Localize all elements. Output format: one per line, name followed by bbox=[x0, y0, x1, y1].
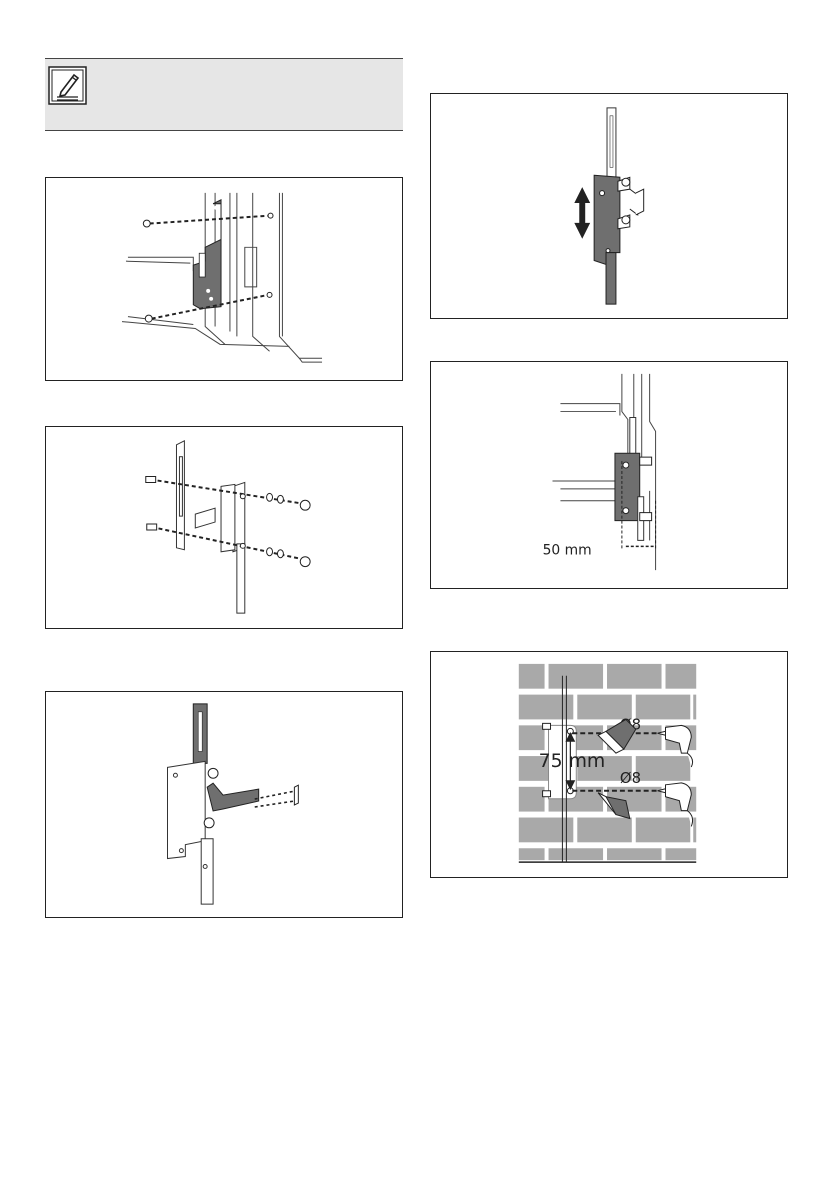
oven-side-bracket-diagram bbox=[46, 178, 402, 380]
offset-dimension-label: 50 mm bbox=[543, 542, 592, 558]
figure-bracket-offset: 50 mm bbox=[430, 361, 788, 589]
figure-bracket-hook bbox=[45, 691, 403, 918]
figure-bracket-assembly bbox=[45, 426, 403, 629]
hole-bottom-label: Ø8 bbox=[620, 769, 641, 787]
bracket-offset-diagram: 50 mm bbox=[431, 362, 787, 588]
figure-wall-drilling: 75 mm Ø8 Ø8 bbox=[430, 651, 788, 878]
bracket-adjust-arrow-diagram bbox=[431, 94, 787, 318]
wall-drilling-diagram: 75 mm Ø8 Ø8 bbox=[431, 652, 787, 877]
bracket-hook-diagram bbox=[46, 692, 402, 917]
pencil-note-icon bbox=[48, 66, 87, 105]
figure-bracket-adjust bbox=[430, 93, 788, 319]
bracket-assembly-exploded-diagram bbox=[46, 427, 402, 628]
note-box bbox=[45, 58, 403, 131]
figure-bracket-screw bbox=[45, 177, 403, 381]
spacing-dimension-label: 75 mm bbox=[539, 751, 606, 772]
